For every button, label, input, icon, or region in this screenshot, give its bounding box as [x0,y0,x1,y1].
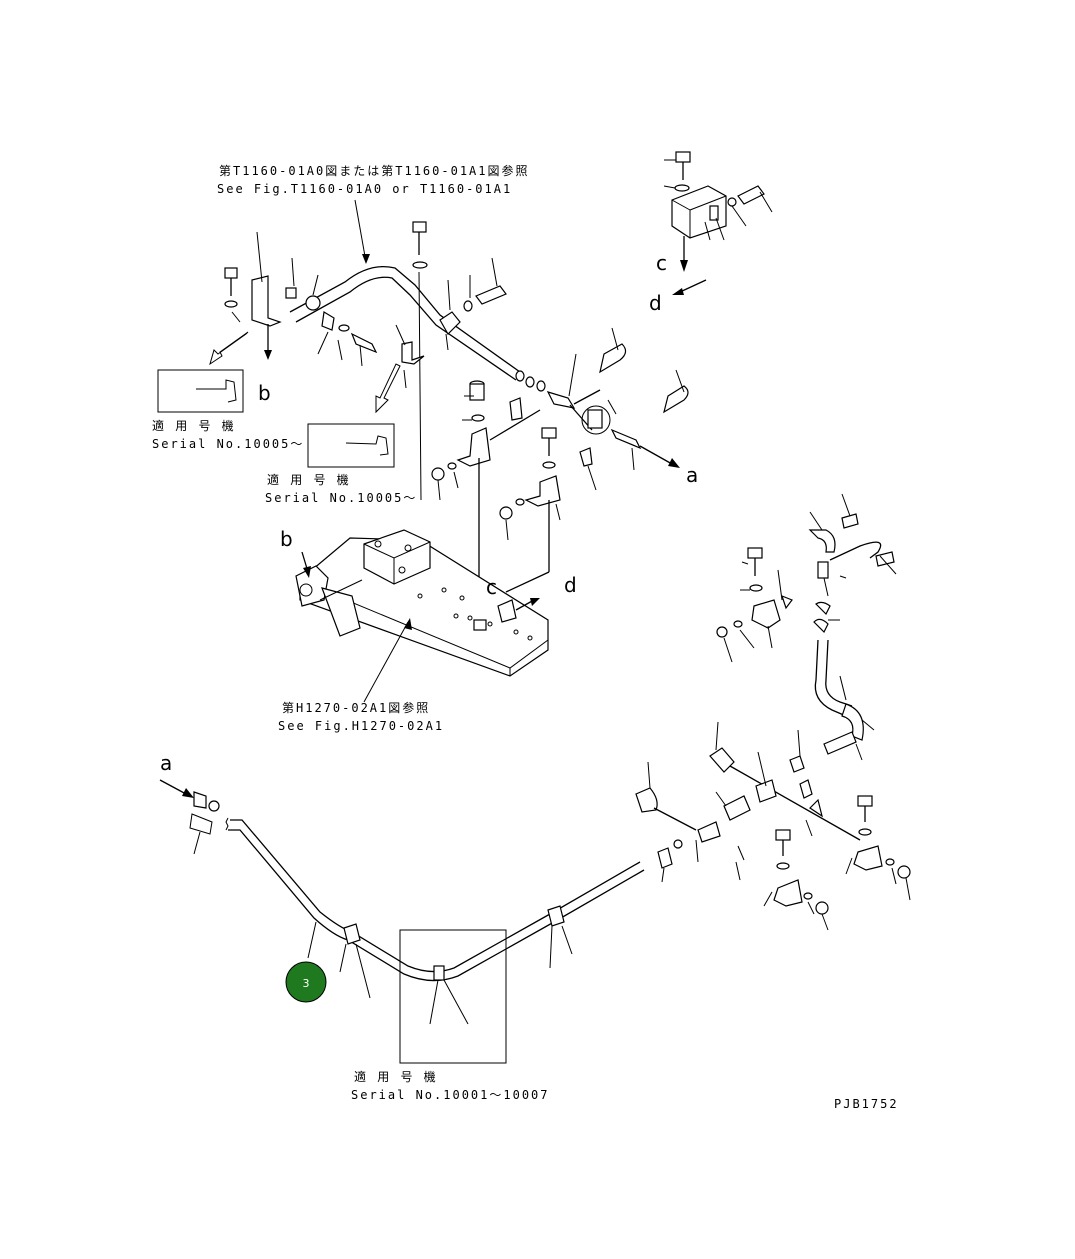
reference-mid-en: See Fig.H1270-02A1 [278,719,444,733]
connector-label-b: b [258,381,271,405]
connector-label-a-right: a [686,463,698,487]
reference-top-jp: 第T1160-01A0図または第T1160-01A1図参照 [219,163,530,178]
connector-label-a-left: a [160,751,172,775]
right-hose-assembly [635,493,911,931]
top-right-bracket-detail: c d [649,151,773,315]
connector-label-d-frame: d [564,573,577,597]
serial-box-2-jp: 適 用 号 機 [267,472,351,487]
connector-label-c-top: c [656,251,667,275]
bottom-pipe-assembly: a 適 用 号 機 Serial No.10001～10007 3 [159,751,645,1102]
reference-mid-jp: 第H1270-02A1図参照 [282,700,430,715]
top-left-pipe-assembly: b 適 用 号 機 Serial No.10005～ 適 用 号 機 Seria… [152,163,530,505]
serial-box-1-jp: 適 用 号 機 [152,418,236,433]
serial-box-3-jp: 適 用 号 機 [354,1069,438,1084]
reference-top-en: See Fig.T1160-01A0 or T1160-01A1 [217,182,512,196]
part-callout-label: 3 [303,977,310,990]
connector-label-b-frame: b [280,527,293,551]
serial-box-2-en: Serial No.10005～ [265,491,417,505]
connector-label-c-frame: c [486,575,497,599]
part-callout-marker[interactable] [285,961,327,1003]
frame-assembly: b c d 第H1270-02A1図参照 See Fig.H1270-02A1 [278,527,577,733]
drawing-id: PJB1752 [834,1097,899,1111]
connector-label-d-top: d [649,291,662,315]
serial-box-1-en: Serial No.10005～ [152,437,304,451]
center-fittings: a [431,327,698,620]
serial-box-3-en: Serial No.10001～10007 [351,1088,550,1102]
